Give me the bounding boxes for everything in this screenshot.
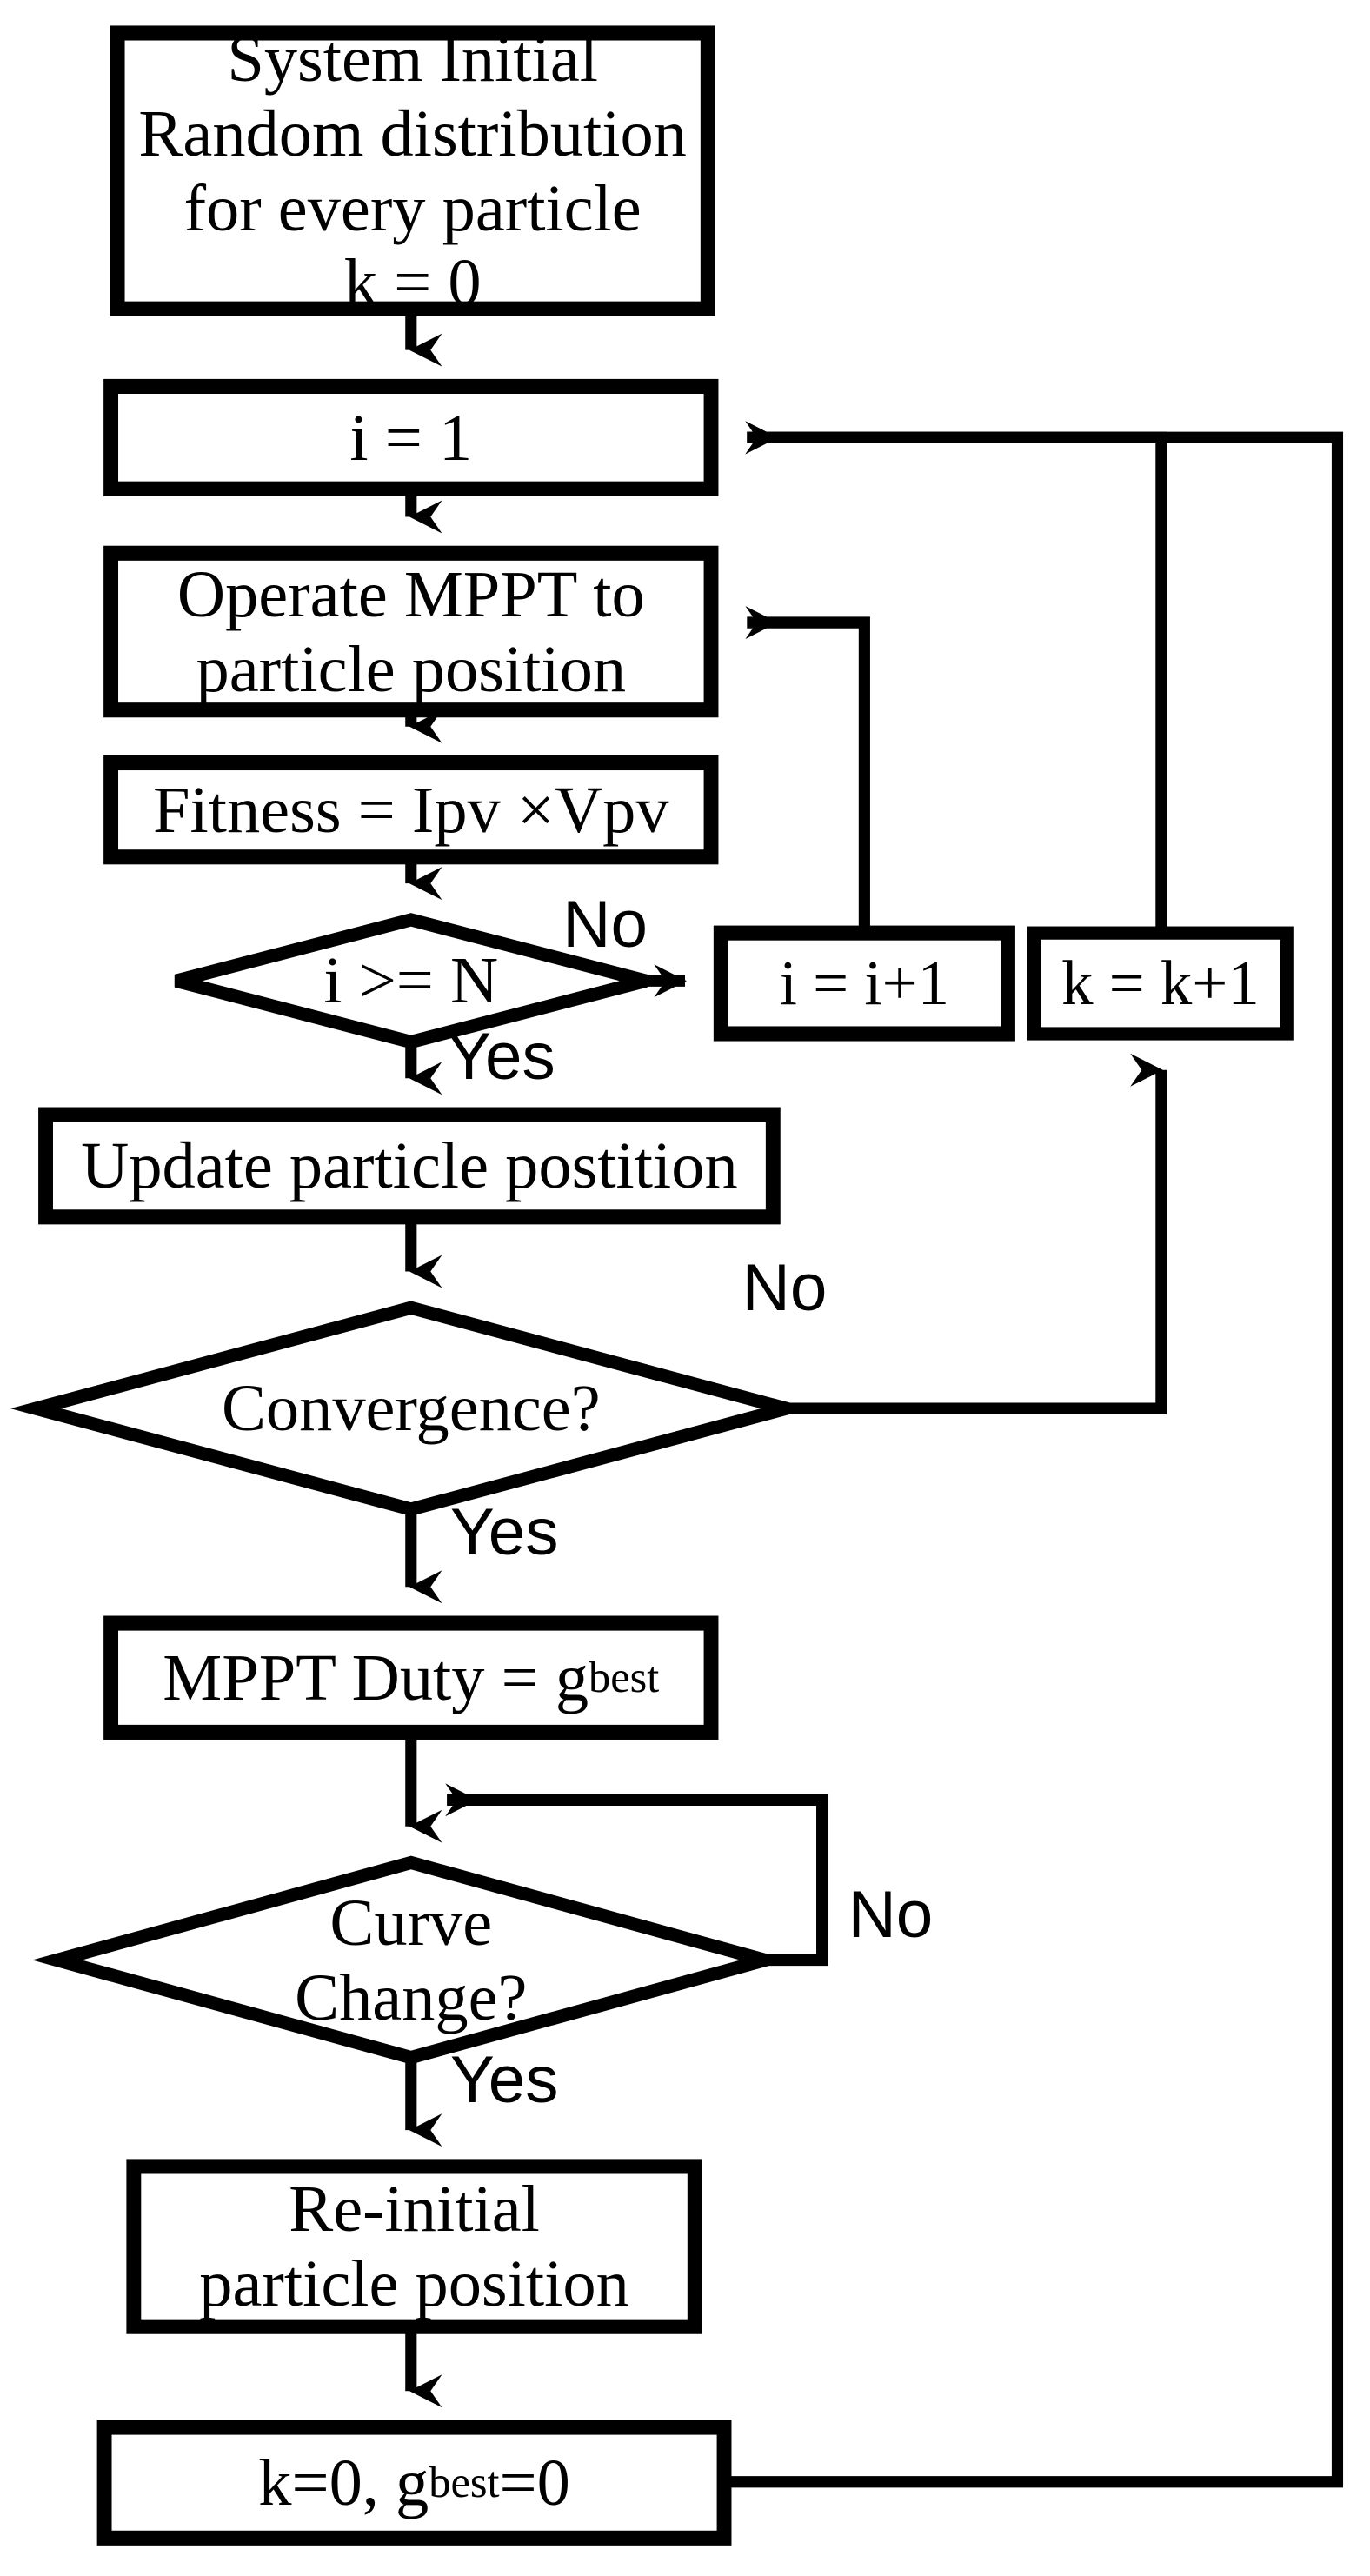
edge-iinc-feedback	[745, 606, 870, 934]
node-reset	[96, 2420, 732, 2546]
edge-label-ign-yes: Yes	[447, 1019, 555, 1094]
edge-label-convergence-yes: Yes	[449, 1494, 559, 1569]
edge-kinc-feedback	[745, 421, 1167, 934]
node-convergence	[10, 1301, 812, 1516]
node-operate-mppt	[103, 545, 719, 718]
edge-label-curve-no: No	[848, 1878, 934, 1953]
node-mppt-duty	[103, 1615, 719, 1740]
node-system-initial	[110, 25, 715, 316]
node-k-increment	[1028, 926, 1294, 1041]
edge-label-curve-yes: Yes	[449, 2043, 559, 2118]
edge-reset-feedback	[724, 421, 1344, 2488]
edge-convergence-no	[786, 1053, 1167, 1414]
edge-label-convergence-no: No	[742, 1250, 828, 1325]
node-fitness	[103, 755, 719, 865]
node-curve-change	[32, 1855, 790, 2065]
node-update-particle	[38, 1107, 781, 1225]
edge-curve-no-loop	[445, 1783, 828, 1967]
node-i-equals-1	[103, 378, 719, 496]
node-re-initial	[126, 2159, 702, 2334]
node-i-increment	[713, 925, 1015, 1042]
edge-label-ign-no: No	[562, 887, 648, 962]
